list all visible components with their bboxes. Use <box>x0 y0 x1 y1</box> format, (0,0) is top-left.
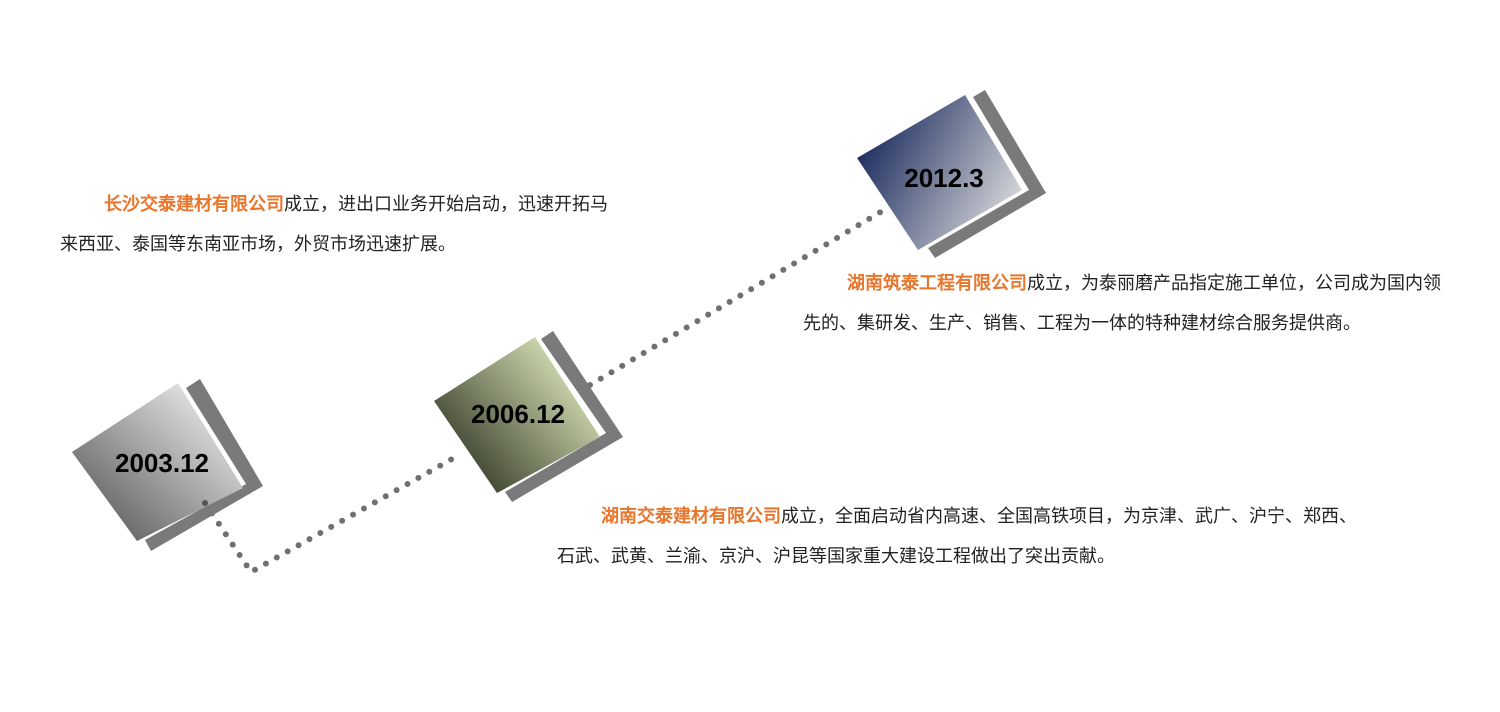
company-name: 湖南交泰建材有限公司 <box>601 506 781 527</box>
milestone-description-2012: 湖南筑泰工程有限公司成立，为泰丽磨产品指定施工单位，公司成为国内领先的、集研发、… <box>803 264 1458 343</box>
marker-shadow <box>145 379 263 551</box>
marker-shadow <box>928 90 1046 258</box>
description-text: 成立，全面启动省内高速、全国高铁项目，为京津、武广、沪宁、郑西、石武、武黄、兰渝… <box>557 506 1357 567</box>
milestone-marker-2006: 2006.12 <box>434 331 623 502</box>
dotted-connector <box>202 207 887 576</box>
year-label: 2012.3 <box>904 163 984 193</box>
milestone-marker-2003: 2003.12 <box>72 379 263 551</box>
milestone-marker-2012: 2012.3 <box>857 90 1046 258</box>
company-name: 长沙交泰建材有限公司 <box>104 194 284 215</box>
milestone-description-2003: 长沙交泰建材有限公司成立，进出口业务开始启动，迅速开拓马来西亚、泰国等东南亚市场… <box>60 185 615 264</box>
milestone-description-2006: 湖南交泰建材有限公司成立，全面启动省内高速、全国高铁项目，为京津、武广、沪宁、郑… <box>557 497 1357 576</box>
company-name: 湖南筑泰工程有限公司 <box>847 273 1027 294</box>
marker-shadow <box>505 331 623 502</box>
description-text: 成立，为泰丽磨产品指定施工单位，公司成为国内领先的、集研发、生产、销售、工程为一… <box>803 273 1441 334</box>
year-label: 2003.12 <box>115 448 209 478</box>
marker-square <box>857 95 1022 250</box>
year-label: 2006.12 <box>471 399 565 429</box>
marker-square <box>434 337 600 493</box>
description-text: 成立，进出口业务开始启动，迅速开拓马来西亚、泰国等东南亚市场，外贸市场迅速扩展。 <box>60 194 608 255</box>
marker-square <box>72 383 243 541</box>
